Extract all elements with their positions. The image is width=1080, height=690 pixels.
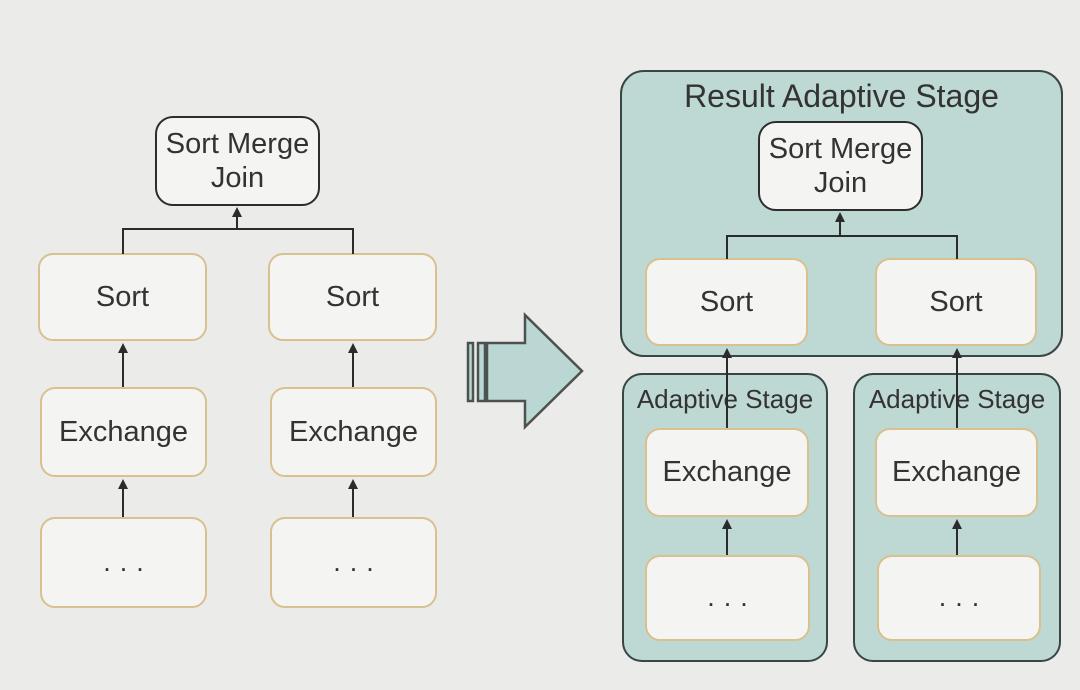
left-plan-leaf-node-2: ... [270,517,437,608]
left-plan-sort-node-2: Sort [268,253,437,341]
result-stage-sort-node-1: Sort [645,258,808,346]
connector-line [352,351,354,387]
left-plan-exchange-label-2: Exchange [289,415,418,448]
connector-arrowhead [952,348,962,358]
connector-arrowhead [722,519,732,529]
connector-arrowhead [348,343,358,353]
adaptive-stage-leaf-node-2: ... [877,555,1041,641]
connector-arrowhead [232,207,242,217]
adaptive-stage-exchange-label-1: Exchange [662,456,792,489]
connector-line [839,220,841,236]
connector-line [726,356,728,428]
connector-line [956,527,958,555]
connector-arrowhead [118,479,128,489]
result-stage-root-label: Sort Merge Join [768,132,913,199]
connector-line [122,351,124,387]
left-plan-root-node: Sort Merge Join [155,116,320,206]
connector-arrowhead [835,212,845,222]
left-plan-root-label: Sort Merge Join [165,127,310,194]
left-plan-leaf-label-2: ... [333,546,383,577]
connector-line [726,235,728,259]
connector-line [956,356,958,428]
connector-line [352,487,354,517]
connector-arrowhead [952,519,962,529]
adaptive-stage-exchange-node-2: Exchange [875,428,1038,517]
left-plan-leaf-label-1: ... [103,546,153,577]
connector-arrowhead [722,348,732,358]
connector-line [122,228,354,230]
connector-arrowhead [348,479,358,489]
adaptive-stage-leaf-label-2: ... [938,582,989,613]
left-plan-exchange-node-1: Exchange [40,387,207,477]
result-stage-root-node: Sort Merge Join [758,121,923,211]
adaptive-stage-title-1: Adaptive Stage [636,384,814,414]
adaptive-stage-exchange-label-2: Exchange [892,456,1021,489]
connector-line [726,235,958,237]
connector-line [726,527,728,555]
left-plan-exchange-node-2: Exchange [270,387,437,477]
connector-line [122,228,124,254]
connector-line [352,228,354,254]
result-stage-sort-node-2: Sort [875,258,1037,346]
transform-arrow-icon [466,312,584,430]
left-plan-sort-label-1: Sort [95,280,150,313]
result-stage-sort-label-2: Sort [929,285,983,318]
adaptive-stage-leaf-node-1: ... [645,555,810,641]
connector-arrowhead [118,343,128,353]
left-plan-exchange-label-1: Exchange [59,415,188,448]
adaptive-stage-exchange-node-1: Exchange [645,428,809,517]
left-plan-leaf-node-1: ... [40,517,207,608]
adaptive-stage-leaf-label-1: ... [707,582,757,613]
connector-line [956,235,958,259]
result-adaptive-stage-title: Result Adaptive Stage [684,78,999,114]
connector-line [122,487,124,517]
left-plan-sort-node-1: Sort [38,253,207,341]
left-plan-sort-label-2: Sort [325,280,380,313]
result-stage-sort-label-1: Sort [699,285,754,318]
connector-line [236,215,238,229]
